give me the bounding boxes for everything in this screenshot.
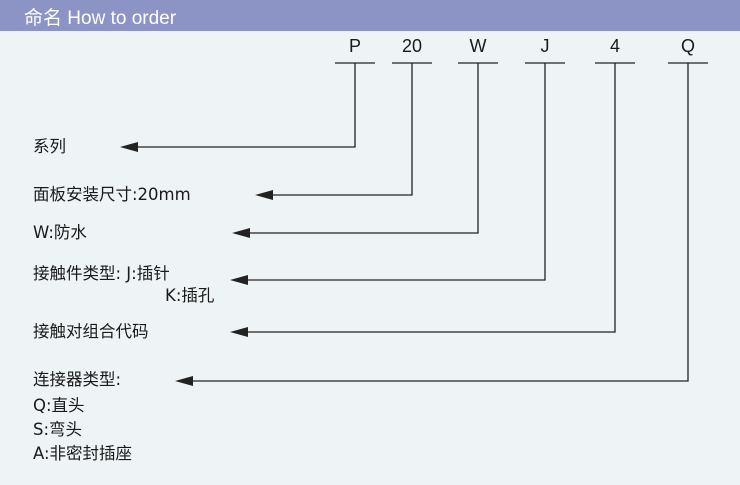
code-panel-size: 20 <box>401 36 423 56</box>
label-connector-type: 连接器类型: <box>33 370 122 389</box>
code-contact-type: J <box>540 36 550 56</box>
label-contact-type-k: K:插孔 <box>165 286 215 305</box>
label-waterproof: W:防水 <box>33 223 87 242</box>
label-contact-type: 接触件类型: J:插针 <box>33 264 170 283</box>
code-connector-type: Q <box>680 36 695 56</box>
label-connector-s: S:弯头 <box>33 420 83 439</box>
label-series: 系列 <box>33 137 66 156</box>
header-title: 命名 How to order <box>24 8 177 29</box>
header-bar: 命名 How to order <box>0 0 740 31</box>
label-contact-code: 接触对组合代码 <box>33 322 149 341</box>
code-contact-arrangement: 4 <box>609 36 620 56</box>
label-panel-size: 面板安装尺寸:20mm <box>33 185 191 204</box>
code-series: P <box>348 36 361 56</box>
label-connector-a: A:非密封插座 <box>33 444 133 463</box>
code-waterproof: W <box>469 36 487 56</box>
label-connector-q: Q:直头 <box>33 396 85 415</box>
